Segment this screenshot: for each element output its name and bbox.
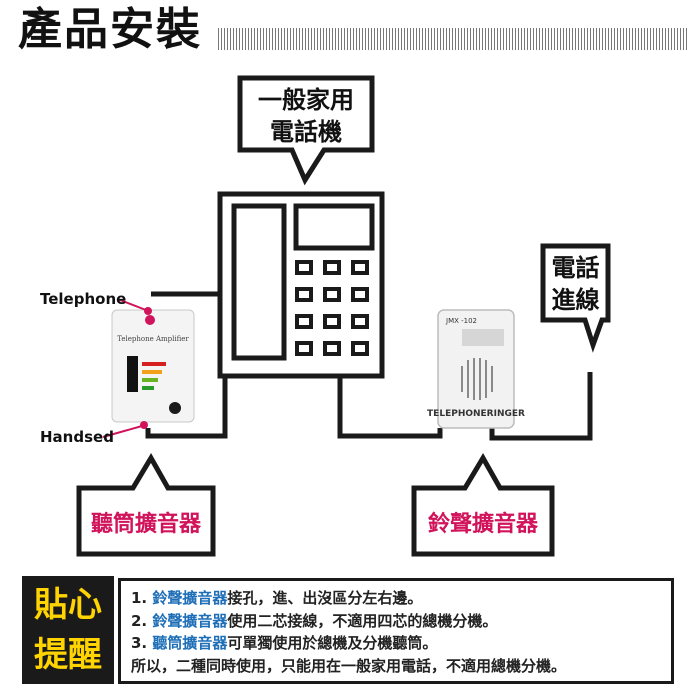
ringer-name-label: TELEPHONERINGER xyxy=(427,409,525,419)
tips-list: 1. 鈴聲擴音器接孔，進、出沒區分左右邊。 2. 鈴聲擴音器使用二芯接線，不適用… xyxy=(118,578,674,684)
tips-heading: 貼心 提醒 xyxy=(22,576,114,684)
phone-line-line2: 進線 xyxy=(551,286,600,314)
phone-line-line1: 電話 xyxy=(551,254,600,282)
page-title: 產品安裝 xyxy=(18,4,202,55)
telephone-port-label: Telephone xyxy=(40,290,127,308)
amplifier-label: Telephone Amplifier xyxy=(117,335,189,343)
tips-heading-line1: 貼心 xyxy=(34,585,102,625)
home-phone-line1: 一般家用 xyxy=(258,86,354,114)
wires xyxy=(145,291,593,441)
telephone-icon xyxy=(217,191,385,379)
telephone-ringer-device: JMX -102 TELEPHONERINGER xyxy=(427,309,525,429)
phone-line-callout: 電話 進線 xyxy=(543,252,608,316)
ringer-amplifier-callout-shape xyxy=(411,453,555,557)
home-phone-callout: 一般家用 電話機 xyxy=(240,84,372,148)
title-hatch-bar xyxy=(218,28,688,50)
home-phone-callout-shape xyxy=(237,75,375,186)
tip-item-4: 所以，二種同時使用，只能用在一般家用電話，不適用總機分機。 xyxy=(131,656,567,675)
handset-amplifier-callout-shape xyxy=(76,453,216,557)
phone-line-callout-shape xyxy=(540,243,611,353)
home-phone-line2: 電話機 xyxy=(270,118,342,146)
ringer-amplifier-label: 鈴聲擴音器 xyxy=(427,512,538,537)
label-leaders xyxy=(102,299,152,438)
handsed-port-label: Handsed xyxy=(40,428,114,446)
tip-item-1: 1. 鈴聲擴音器接孔，進、出沒區分左右邊。 xyxy=(131,589,423,607)
handset-amplifier-label: 聽筒擴音器 xyxy=(90,512,201,537)
tip-item-2: 2. 鈴聲擴音器使用二芯接線，不適用四芯的總機分機。 xyxy=(131,611,498,630)
ringer-model-label: JMX -102 xyxy=(445,317,477,325)
tips-heading-line2: 提醒 xyxy=(34,635,102,675)
tip-item-3: 3. 聽筒擴音器可單獨使用於總機及分機聽筒。 xyxy=(131,634,438,652)
telephone-amplifier-device: Telephone Amplifier xyxy=(111,309,195,423)
